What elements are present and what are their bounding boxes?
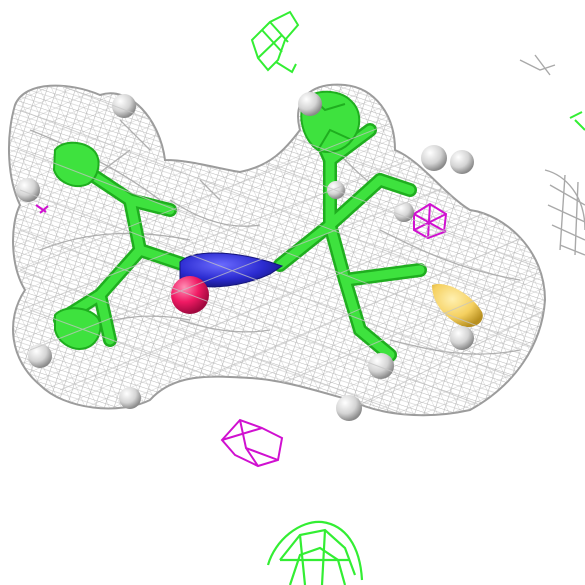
hydrogen-atom bbox=[298, 92, 322, 116]
negative-density-left bbox=[35, 204, 49, 214]
hydrogen-atom bbox=[28, 344, 52, 368]
hydrogen-atoms bbox=[16, 92, 474, 421]
positive-density-top bbox=[250, 10, 300, 74]
hydrogen-atom bbox=[336, 395, 362, 421]
hydrogen-atom bbox=[368, 353, 394, 379]
hydrogen-atom bbox=[394, 202, 414, 222]
negative-density-bottom bbox=[220, 418, 284, 468]
positive-density-bottom bbox=[266, 520, 364, 585]
hydrogen-atom bbox=[16, 178, 40, 202]
carbon-cluster-left bbox=[52, 141, 102, 350]
density-mesh-overlay bbox=[19, 84, 545, 416]
hydrogen-atom bbox=[450, 326, 474, 350]
density-mesh bbox=[8, 83, 547, 417]
hydrogen-atom bbox=[119, 387, 141, 409]
sulfur-atom bbox=[432, 284, 483, 328]
mesh-fragment-right bbox=[519, 54, 585, 256]
positive-density-right-edge bbox=[569, 111, 585, 131]
hydrogen-atom bbox=[450, 150, 474, 174]
hydrogen-atom bbox=[421, 145, 447, 171]
